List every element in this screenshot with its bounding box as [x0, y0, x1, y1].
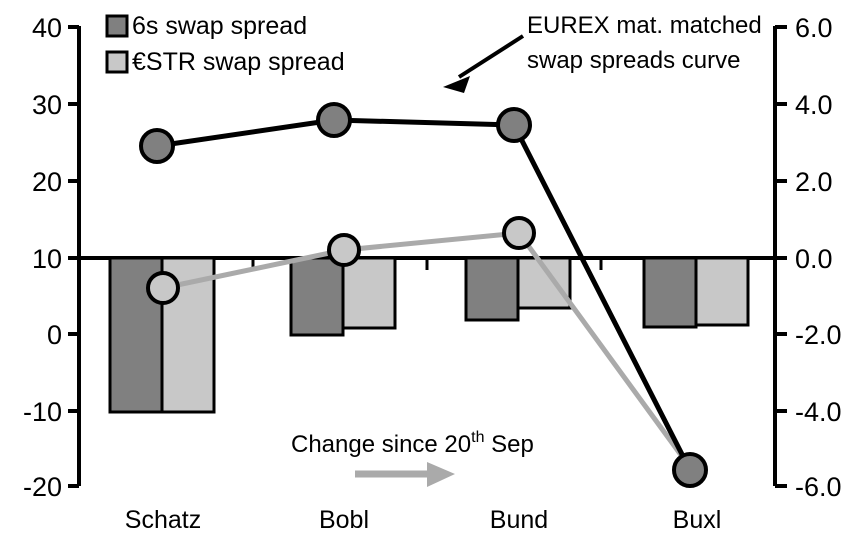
legend-swatch-6s: [105, 14, 129, 38]
right-axis: 6.0 4.0 2.0 0.0 -2.0 -4.0 -6.0: [773, 13, 842, 502]
bar-group-buxl: [642, 256, 750, 329]
marker-change-bobl[interactable]: [327, 233, 361, 267]
cat-label-buxl: Buxl: [673, 506, 722, 534]
left-tick-neg10: -10: [23, 397, 62, 427]
left-tick-10: 10: [32, 244, 62, 274]
bar-estr-bobl[interactable]: [341, 256, 397, 330]
cat-label-schatz: Schatz: [125, 506, 201, 534]
left-tick-neg20: -20: [23, 472, 62, 502]
marker-change-bund[interactable]: [502, 216, 536, 250]
bar-6s-buxl[interactable]: [642, 256, 698, 329]
bar-estr-buxl[interactable]: [694, 256, 750, 327]
legend: 6s swap spread €STR swap spread: [105, 12, 345, 76]
bar-6s-schatz[interactable]: [108, 256, 164, 414]
left-tick-0: 0: [47, 320, 62, 350]
annotation-eurex-line1: EUREX mat. matched: [527, 12, 762, 39]
cat-label-bund: Bund: [490, 506, 548, 534]
left-tick-30: 30: [32, 90, 62, 120]
cat-label-bobl: Bobl: [319, 506, 369, 534]
marker-eurex-bund[interactable]: [496, 107, 532, 143]
legend-label-estr: €STR swap spread: [132, 48, 345, 76]
marker-eurex-schatz[interactable]: [139, 128, 175, 164]
bar-6s-bobl[interactable]: [289, 256, 345, 337]
right-tick-6: 6.0: [795, 13, 833, 43]
legend-swatch-estr: [105, 50, 129, 74]
right-tick-neg4: -4.0: [795, 397, 842, 427]
right-tick-0: 0.0: [795, 244, 833, 274]
left-tick-20: 20: [32, 167, 62, 197]
right-tick-2: 2.0: [795, 167, 833, 197]
marker-eurex-bobl[interactable]: [316, 102, 352, 138]
annotation-arrow-icon: [443, 34, 525, 93]
bar-estr-bund[interactable]: [516, 256, 572, 310]
line-eurex-swap-spreads: [139, 102, 708, 488]
right-tick-neg6: -6.0: [795, 472, 842, 502]
right-tick-neg2: -2.0: [795, 320, 842, 350]
legend-label-6s: 6s swap spread: [132, 12, 307, 40]
left-tick-40: 40: [32, 13, 62, 43]
change-arrow-icon: [355, 462, 455, 487]
annotation-eurex-curve: EUREX mat. matched swap spreads curve: [443, 12, 762, 93]
bar-group-bobl: [289, 256, 397, 337]
annotation-change-sup: th: [471, 429, 484, 446]
right-tick-4: 4.0: [795, 90, 833, 120]
left-axis: 40 30 20 10 0 -10 -20: [23, 13, 81, 502]
annotation-change-prefix: Change since 20: [291, 431, 471, 458]
annotation-change-text: Change since 20th Sep: [291, 429, 534, 458]
marker-change-schatz[interactable]: [146, 271, 180, 305]
bar-group-bund: [464, 256, 572, 322]
bar-6s-bund[interactable]: [464, 256, 520, 322]
x-axis-labels: Schatz Bobl Bund Buxl: [125, 506, 722, 534]
line-change-since-sep: [146, 216, 700, 479]
annotation-eurex-line2: swap spreads curve: [527, 47, 740, 74]
annotation-change-suffix: Sep: [484, 431, 533, 458]
marker-eurex-buxl[interactable]: [672, 452, 708, 488]
annotation-change-since: Change since 20th Sep: [291, 429, 534, 487]
